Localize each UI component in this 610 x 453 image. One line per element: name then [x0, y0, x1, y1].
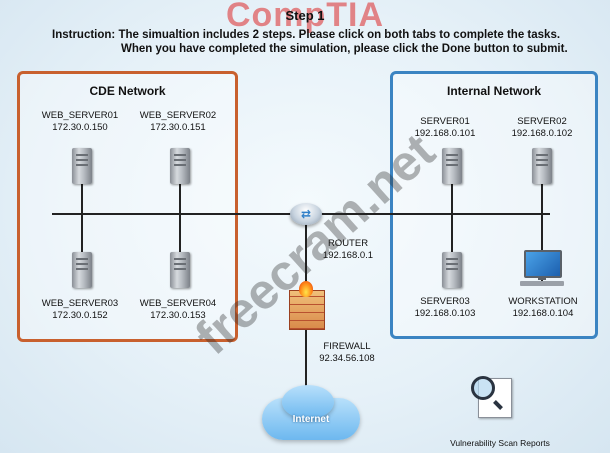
router-ip: 192.168.0.1	[322, 250, 374, 261]
instruction-text: Instruction: The simualtion includes 2 s…	[52, 28, 568, 56]
server-name: SERVER01	[420, 116, 470, 127]
server02-icon[interactable]	[532, 148, 552, 184]
router-icon[interactable]: ⇄	[290, 203, 322, 225]
monitor-icon	[524, 250, 562, 278]
server-name: SERVER02	[517, 116, 567, 127]
internal-network-title: Internal Network	[446, 84, 542, 98]
server-ip: 172.30.0.150	[52, 122, 108, 133]
internal-network-box: Internal Network	[390, 71, 598, 339]
server03-icon[interactable]	[442, 252, 462, 288]
internet-cloud-puff	[282, 385, 334, 419]
server-ip: 192.168.0.102	[511, 128, 573, 139]
cde-vertical-left	[81, 165, 83, 285]
internal-vertical-right	[541, 165, 543, 285]
internet-label: Internet	[292, 414, 330, 425]
server02-label: SERVER02 192.168.0.102	[492, 116, 592, 140]
web-server04-label: WEB_SERVER04 172.30.0.153	[128, 298, 228, 322]
vulnerability-scan-reports-label[interactable]: Vulnerability Scan Reports	[450, 438, 550, 448]
firewall-ip: 92.34.56.108	[319, 353, 375, 364]
cde-network-box: CDE Network	[17, 71, 238, 342]
server01-label: SERVER01 192.168.0.101	[395, 116, 495, 140]
cde-network-title: CDE Network	[89, 84, 166, 98]
internal-vertical-left	[451, 165, 453, 285]
web-server02-label: WEB_SERVER02 172.30.0.151	[128, 110, 228, 134]
monitor-stand	[538, 277, 546, 280]
firewall-name: FIREWALL	[323, 341, 371, 352]
instruction-line-1: Instruction: The simualtion includes 2 s…	[52, 29, 561, 41]
workstation-icon[interactable]	[520, 250, 564, 286]
server-ip: 192.168.0.101	[414, 128, 476, 139]
web-server03-icon[interactable]	[72, 252, 92, 288]
magnifier-icon	[471, 376, 495, 400]
server01-icon[interactable]	[442, 148, 462, 184]
comptia-watermark: CompTIA	[225, 0, 385, 34]
internal-backbone-horizontal	[330, 213, 550, 215]
server-ip: 192.168.0.103	[414, 308, 476, 319]
web-server02-icon[interactable]	[170, 148, 190, 184]
cde-backbone-horizontal	[52, 213, 394, 215]
server-ip: 172.30.0.151	[150, 122, 206, 133]
server-name: WORKSTATION	[508, 296, 578, 307]
server-ip: 192.168.0.104	[512, 308, 574, 319]
router-to-firewall-line	[305, 220, 307, 290]
router-name: ROUTER	[327, 238, 369, 249]
web-server04-icon[interactable]	[170, 252, 190, 288]
server-name: SERVER03	[420, 296, 470, 307]
flame-icon	[299, 281, 313, 297]
workstation-label: WORKSTATION 192.168.0.104	[493, 296, 593, 320]
cde-vertical-right	[179, 165, 181, 285]
server03-label: SERVER03 192.168.0.103	[395, 296, 495, 320]
router-label: ROUTER 192.168.0.1	[298, 238, 398, 262]
server-name: WEB_SERVER03	[41, 298, 119, 309]
server-name: WEB_SERVER04	[139, 298, 217, 309]
instruction-line-2: When you have completed the simulation, …	[121, 43, 568, 55]
step-title: Step 1	[285, 8, 325, 23]
router-arrows-icon: ⇄	[300, 207, 312, 221]
web-server01-icon[interactable]	[72, 148, 92, 184]
keyboard-icon	[520, 281, 564, 286]
server-ip: 172.30.0.153	[150, 310, 206, 321]
vulnerability-scan-reports-icon[interactable]	[478, 378, 512, 418]
server-name: WEB_SERVER02	[139, 110, 217, 121]
server-name: WEB_SERVER01	[41, 110, 119, 121]
firewall-to-internet-line	[305, 325, 307, 405]
web-server03-label: WEB_SERVER03 172.30.0.152	[30, 298, 130, 322]
server-ip: 172.30.0.152	[52, 310, 108, 321]
web-server01-label: WEB_SERVER01 172.30.0.150	[30, 110, 130, 134]
firewall-label: FIREWALL 92.34.56.108	[297, 341, 397, 365]
